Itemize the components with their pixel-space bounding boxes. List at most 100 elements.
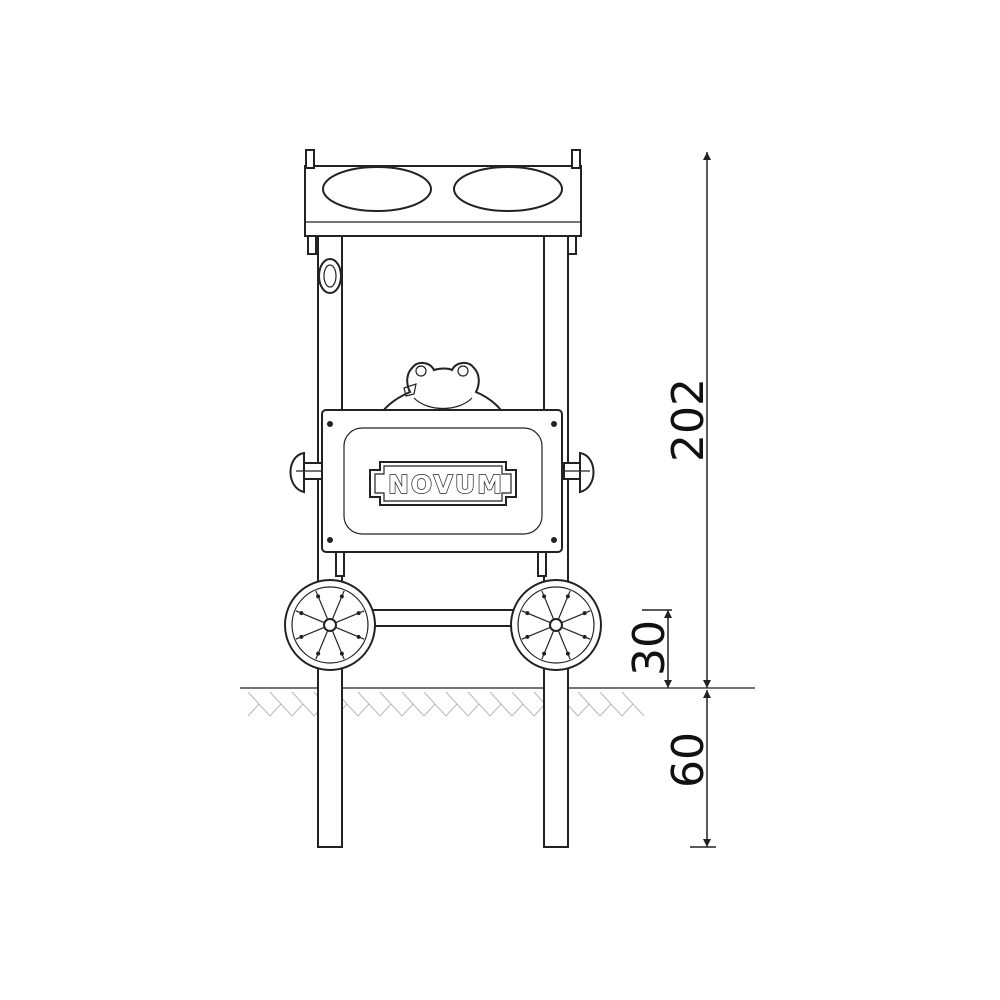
- sign-bracket-right: [537, 551, 547, 577]
- hatch-mark: [621, 703, 634, 717]
- handle-right: [563, 451, 595, 494]
- wheel-right-inner-rim: [517, 586, 595, 664]
- hatch-mark: [599, 691, 612, 705]
- frog-eye-right: [457, 365, 469, 377]
- hatch-mark: [379, 691, 392, 705]
- roof-peg-right-bottom: [567, 235, 577, 255]
- roof-window-left: [322, 166, 432, 212]
- wheel-right-spokes: [521, 590, 591, 660]
- hatch-mark: [357, 691, 370, 705]
- hatch-mark: [291, 703, 304, 717]
- hatch-mark: [302, 703, 315, 717]
- wheel-bolt: [339, 594, 344, 599]
- post-knob-inner: [323, 264, 337, 288]
- dimension-total-height-label: 202: [663, 378, 714, 462]
- hatch-mark: [412, 703, 425, 717]
- hatch-mark: [500, 703, 513, 717]
- sign-bracket-left: [335, 551, 345, 577]
- roof-peg-right-top: [571, 149, 581, 169]
- frog-eye-left: [415, 365, 427, 377]
- sign-screw-br: [551, 537, 557, 543]
- hatch-mark: [258, 703, 271, 717]
- hatch-mark: [269, 691, 282, 705]
- wheel-bolt: [356, 634, 361, 639]
- hatch-mark: [489, 691, 502, 705]
- hatch-mark: [467, 703, 480, 717]
- wheel-bolt: [316, 651, 321, 656]
- hatch-mark: [247, 691, 260, 705]
- roof-peg-left-bottom: [307, 235, 317, 255]
- wheel-bolt: [316, 594, 321, 599]
- wheel-left-inner-rim: [291, 586, 369, 664]
- hatch-mark: [401, 703, 414, 717]
- hatch-mark: [247, 703, 260, 717]
- brand-label: NOVUM: [388, 470, 504, 499]
- wheel-bolt: [525, 611, 530, 616]
- hatch-mark: [445, 703, 458, 717]
- handle-left-cap: [289, 451, 305, 494]
- hatch-mark: [511, 703, 524, 717]
- wheel-bolt: [299, 611, 304, 616]
- wheel-bolt: [299, 634, 304, 639]
- roof: [304, 149, 582, 255]
- frog-hand: [403, 383, 417, 397]
- post-knob: [318, 258, 342, 294]
- dimension-foundation-depth: 60: [663, 690, 716, 848]
- handle-right-cap: [579, 451, 595, 494]
- wheel-left-spokes: [295, 590, 365, 660]
- hatch-mark: [401, 691, 414, 705]
- hatch-mark: [379, 703, 392, 717]
- wheel-bolt: [565, 594, 570, 599]
- wheel-bolt: [525, 634, 530, 639]
- roof-window-right: [453, 166, 563, 212]
- hatch-mark: [588, 703, 601, 717]
- hatch-mark: [280, 703, 293, 717]
- wheel-right: [510, 579, 602, 671]
- hatch-mark: [269, 703, 282, 717]
- brand-plate-inner: [374, 465, 512, 502]
- hatch-mark: [577, 703, 590, 717]
- wheel-right-hub: [549, 618, 563, 632]
- hatch-mark: [390, 703, 403, 717]
- sign-screw-tr: [551, 421, 557, 427]
- brand-plate: [369, 461, 517, 506]
- wheel-left: [284, 579, 376, 671]
- hatch-mark: [368, 703, 381, 717]
- sign-screw-tl: [327, 421, 333, 427]
- ground-hatch: [247, 691, 645, 717]
- hatch-mark: [456, 703, 469, 717]
- hatch-mark: [423, 703, 436, 717]
- hatch-mark: [577, 691, 590, 705]
- hatch-mark: [291, 691, 304, 705]
- hatch-mark: [511, 691, 524, 705]
- hatch-mark: [467, 691, 480, 705]
- hatch-mark: [357, 703, 370, 717]
- hatch-mark: [621, 691, 634, 705]
- roof-peg-left-top: [305, 149, 315, 169]
- hatch-mark: [478, 703, 491, 717]
- hatch-mark: [434, 703, 447, 717]
- hatch-mark: [522, 703, 535, 717]
- hatch-mark: [632, 703, 645, 717]
- wheel-left-hub: [323, 618, 337, 632]
- wheel-bolt: [339, 651, 344, 656]
- hatch-mark: [346, 703, 359, 717]
- wheel-bolt: [565, 651, 570, 656]
- sign-screw-bl: [327, 537, 333, 543]
- sign-panel: NOVUM: [321, 409, 563, 553]
- wheel-bolt: [542, 651, 547, 656]
- hatch-mark: [610, 703, 623, 717]
- dimension-wheel-clearance: 30: [624, 609, 675, 688]
- hatch-mark: [423, 691, 436, 705]
- wheel-bolt: [582, 611, 587, 616]
- dimension-foundation-depth-label: 60: [663, 732, 714, 788]
- wheel-bolt: [356, 611, 361, 616]
- wheel-bolt: [582, 634, 587, 639]
- handle-left: [289, 451, 323, 494]
- wheel-bolt: [542, 594, 547, 599]
- hatch-mark: [599, 703, 612, 717]
- frog-mouth: [413, 397, 473, 409]
- dimension-total-height: 202: [663, 152, 714, 688]
- hatch-mark: [445, 691, 458, 705]
